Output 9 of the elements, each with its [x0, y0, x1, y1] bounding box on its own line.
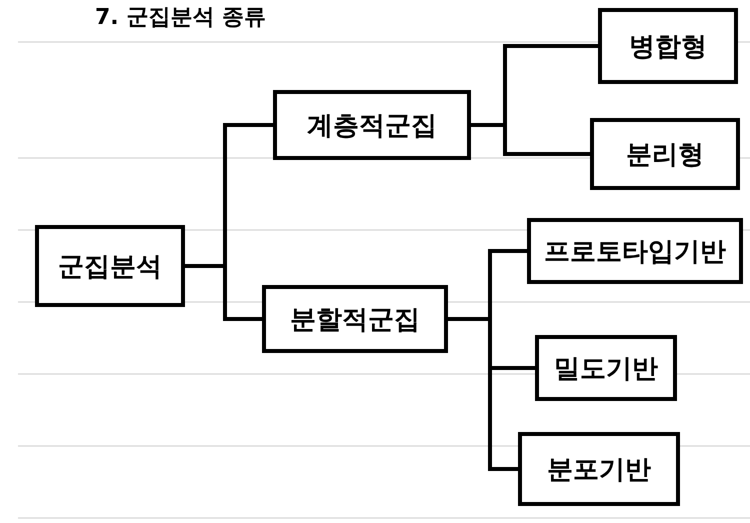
- title: 7. 군집분석 종류: [95, 4, 266, 32]
- text-box: 군집분석: [35, 225, 185, 307]
- text-box: 계층적군집: [273, 90, 471, 160]
- text-box: 밀도기반: [535, 335, 677, 401]
- text-box: 분할적군집: [262, 285, 448, 353]
- text-box: 분포기반: [518, 432, 680, 506]
- text-box: 분리형: [590, 118, 740, 190]
- text-box: 병합형: [598, 8, 738, 84]
- text-box: 프로토타입기반: [527, 218, 743, 284]
